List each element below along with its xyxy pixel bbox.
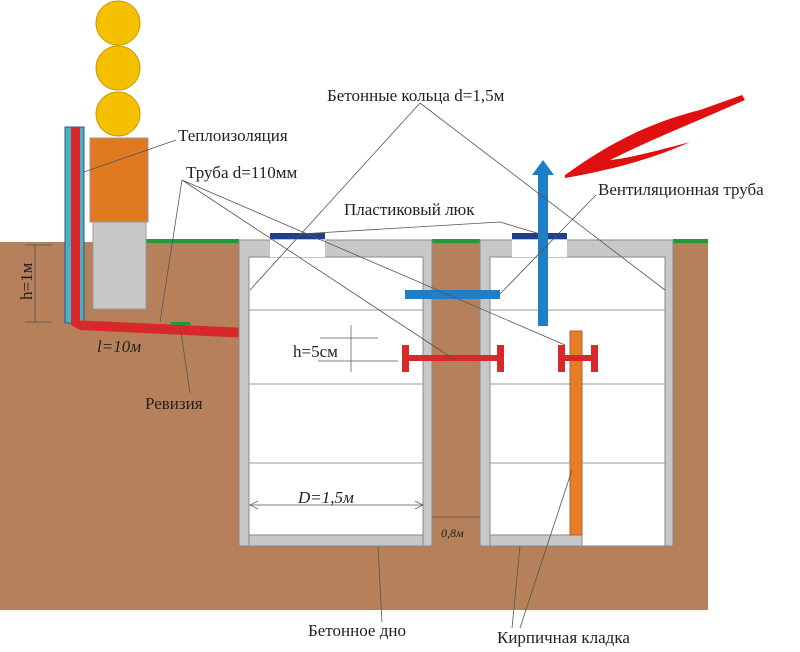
insulation-label: Теплоизоляция <box>178 126 288 145</box>
depth-dimension <box>25 244 52 323</box>
plastic-hatch <box>270 233 325 239</box>
revision-label: Ревизия <box>145 394 203 413</box>
well-2 <box>479 233 674 547</box>
depth-label: h=1м <box>17 262 36 300</box>
bottom-label: Бетонное дно <box>308 621 406 640</box>
diameter-dimension <box>249 500 480 518</box>
sewer-riser <box>71 127 80 325</box>
brick-label: Кирпичная кладка <box>497 628 630 647</box>
brick-column <box>569 330 583 536</box>
hatch-label: Пластиковый люк <box>344 200 475 219</box>
drop-label: h=5см <box>293 342 338 361</box>
pipe-label: Труба d=110мм <box>186 163 297 182</box>
sewer-pipe-inlet <box>71 320 270 339</box>
vent-label: Вентиляционная труба <box>598 180 764 199</box>
revision-hatch <box>171 322 190 325</box>
leader-lines <box>83 102 666 629</box>
overflow-pipe <box>402 345 598 372</box>
rings-label: Бетонные кольца d=1,5м <box>327 86 505 105</box>
gap-label: 0,8м <box>441 526 464 540</box>
red-arrow-icon <box>565 95 745 178</box>
well-1 <box>238 233 433 547</box>
diameter-label: D=1,5м <box>297 488 354 507</box>
length-label: l=10м <box>97 337 141 356</box>
drop-dimension <box>318 325 398 372</box>
house-symbol <box>89 0 149 310</box>
